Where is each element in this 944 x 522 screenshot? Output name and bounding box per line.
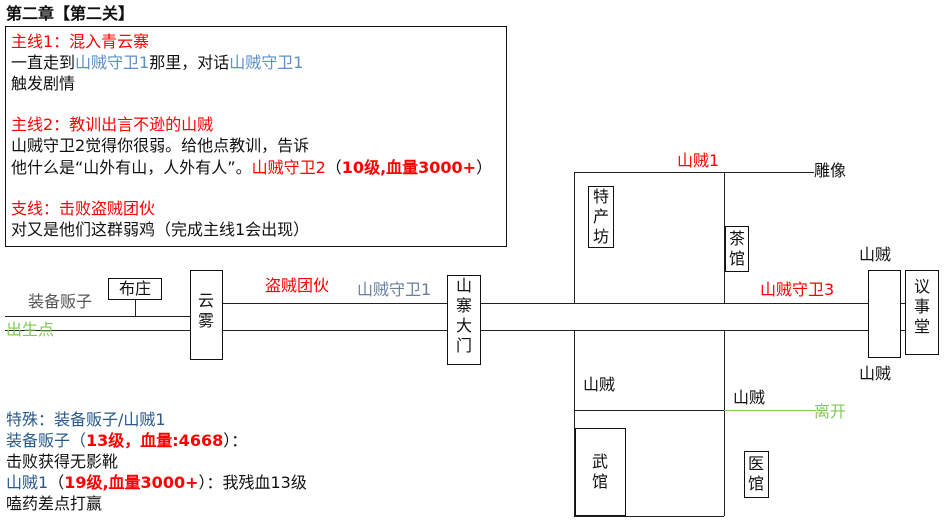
notes-line5: 嗑药差点打赢	[6, 494, 103, 513]
notes-line1: 特殊：装备贩子/山贼1	[6, 410, 166, 429]
text-segment: 装备贩子（	[6, 431, 87, 450]
right-pillar-box	[868, 270, 901, 358]
quest-box	[5, 26, 507, 247]
text-segment: （	[48, 473, 65, 492]
road-top-right	[481, 303, 869, 304]
road-bottom-left	[5, 330, 190, 331]
side-quest-line1: 对又是他们这群弱鸡（完成主线1会出现）	[11, 220, 310, 239]
spawn-point-label: 出生点	[6, 320, 55, 339]
text-segment: 他什么是“山外有山，人外有人”。	[11, 158, 252, 177]
text-segment: 山贼1	[6, 473, 49, 492]
town-mid-wall-upper	[724, 172, 725, 303]
martial-hall-label: 武馆	[591, 452, 608, 491]
npc-stats: 10级,血量3000+	[341, 158, 477, 177]
main-quest-2-line1: 山贼守卫2觉得你很弱。给他点教训，告诉	[11, 136, 310, 155]
text-segment: 一直走到	[11, 53, 76, 72]
text-segment: （	[325, 158, 342, 177]
gate-box	[447, 275, 481, 365]
specialty-shop-box	[588, 186, 614, 248]
npc-name: 山贼守卫2	[251, 158, 326, 177]
side-quest-title: 支线：击败盗贼团伙	[11, 199, 156, 218]
npc-stats: 19级,血量3000+	[64, 473, 199, 492]
town-left-wall-lower	[574, 330, 575, 516]
specialty-shop-label: 特产坊	[592, 187, 609, 246]
tea-house-label: 茶馆	[728, 229, 745, 268]
clinic-box	[744, 451, 769, 498]
town-top-wall	[574, 172, 814, 173]
guard3-label: 山贼守卫3	[760, 280, 835, 299]
page-title: 第二章【第二关】	[6, 4, 135, 23]
cloud-mist-box	[190, 270, 223, 360]
cloth-shop-connector	[135, 298, 136, 316]
hall-box	[905, 270, 939, 355]
main-quest-1-title: 主线1：混入青云寨	[11, 32, 150, 51]
road-top-left	[5, 316, 190, 317]
gate-label: 山寨大门	[455, 276, 472, 355]
cloud-mist-label: 云雾	[197, 291, 214, 330]
bandit-mid-left-label: 山贼	[583, 375, 616, 394]
statue-label: 雕像	[814, 161, 847, 180]
notes-line2: 装备贩子（13级，血量:4668）：	[6, 431, 247, 451]
leave-label: 离开	[814, 402, 847, 421]
main-quest-2-line2: 他什么是“山外有山，人外有人”。山贼守卫2（10级,血量3000+）	[11, 158, 492, 178]
tea-house-box	[725, 226, 749, 272]
text-segment: ）	[476, 158, 493, 177]
thief-gang-label: 盗贼团伙	[265, 276, 330, 295]
town-left-wall-upper	[574, 172, 575, 303]
main-quest-2-title: 主线2：教训出言不逊的山贼	[11, 115, 214, 134]
text-segment: ）：我残血13级	[198, 473, 307, 492]
npc-name: 山贼守卫1	[75, 53, 150, 72]
town-bottom-wall	[574, 516, 724, 517]
road-bottom-mid	[223, 330, 447, 331]
inner-path-left	[574, 410, 724, 411]
bandit-right-bottom-label: 山贼	[859, 364, 892, 383]
main-quest-1-line2: 触发剧情	[11, 74, 76, 93]
exit-path	[724, 410, 816, 411]
equip-vendor-label: 装备贩子	[28, 292, 93, 311]
martial-hall-box	[575, 428, 626, 516]
notes-line4: 山贼1（19级,血量3000+）：我残血13级	[6, 473, 307, 493]
npc-name: 山贼守卫1	[229, 53, 304, 72]
hall-label: 议事堂	[913, 277, 930, 336]
text-segment: ）：	[223, 431, 248, 450]
bandit1-top-label: 山贼1	[677, 151, 720, 170]
npc-stats: 13级，血量:4668	[86, 431, 224, 450]
road-bottom-right	[481, 330, 869, 331]
guard1-label: 山贼守卫1	[357, 280, 432, 299]
main-quest-1-line1: 一直走到山贼守卫1那里，对话山贼守卫1	[11, 53, 303, 73]
notes-line3: 击败获得无影靴	[6, 452, 119, 471]
town-mid-wall-lower	[724, 330, 725, 516]
road-top-mid	[223, 303, 447, 304]
bandit-right-top-label: 山贼	[859, 245, 892, 264]
cloth-shop-box: 布庄	[108, 278, 162, 300]
bandit-mid-right-label: 山贼	[733, 388, 766, 407]
clinic-label: 医馆	[747, 454, 764, 493]
text-segment: 那里，对话	[149, 53, 230, 72]
